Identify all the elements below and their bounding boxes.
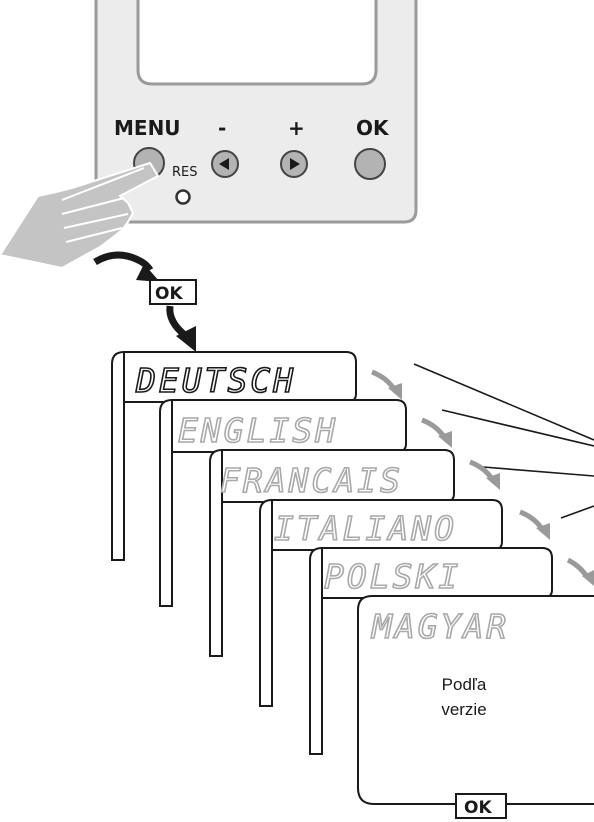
plus-button[interactable] [280,150,308,178]
language-label-magyar: MAGYAR [371,607,509,646]
language-label-deutsch: DEUTSCH [135,361,296,400]
ok-badge: OK [149,279,197,305]
arrow-next-icon [371,369,402,400]
version-note-line-1: Podľa [442,675,487,694]
language-label-francais: FRANCAIS [220,461,403,500]
minus-button[interactable] [211,150,239,178]
screen-francais[interactable]: FRANCAIS [209,448,455,657]
arrow-next-icon [519,509,550,540]
flow-arrow-icon [93,251,160,282]
pointing-hand-icon [0,161,160,270]
arrow-next-icon [421,417,452,448]
down-arrow-icon [166,305,196,352]
plus-button-label: + [288,116,305,140]
reset-label: RES [172,165,198,180]
screen-italiano[interactable]: ITALIANO [259,498,503,707]
ok-badge-label: OK [155,284,183,304]
screen-english[interactable]: ENGLISH [159,398,407,607]
device-panel [94,0,418,224]
reset-button[interactable] [175,189,191,205]
arrow-next-icon [566,557,594,586]
final-ok-label: OK [464,798,492,818]
menu-button-label: MENU [114,116,181,140]
minus-button-label: - [218,116,226,140]
arrow-next-icon [469,459,500,490]
version-note-line-2: verzie [441,700,486,719]
language-label-polski: POLSKI [324,557,461,596]
ok-button-label: OK [356,116,390,140]
language-screen-stack: DEUTSCH ENGLISH FRANCAIS [111,350,594,819]
display-window [136,0,378,86]
screen-magyar[interactable]: MAGYAR Podľa verzie OK [357,595,594,819]
language-label-english: ENGLISH [178,411,338,450]
final-ok-badge: OK [455,793,507,819]
language-label-italiano: ITALIANO [274,509,457,548]
triangle-right-icon [290,158,300,170]
triangle-left-icon [219,158,229,170]
screen-polski[interactable]: POLSKI [309,546,553,755]
ok-button[interactable] [354,148,386,180]
connector-lines [413,363,594,519]
